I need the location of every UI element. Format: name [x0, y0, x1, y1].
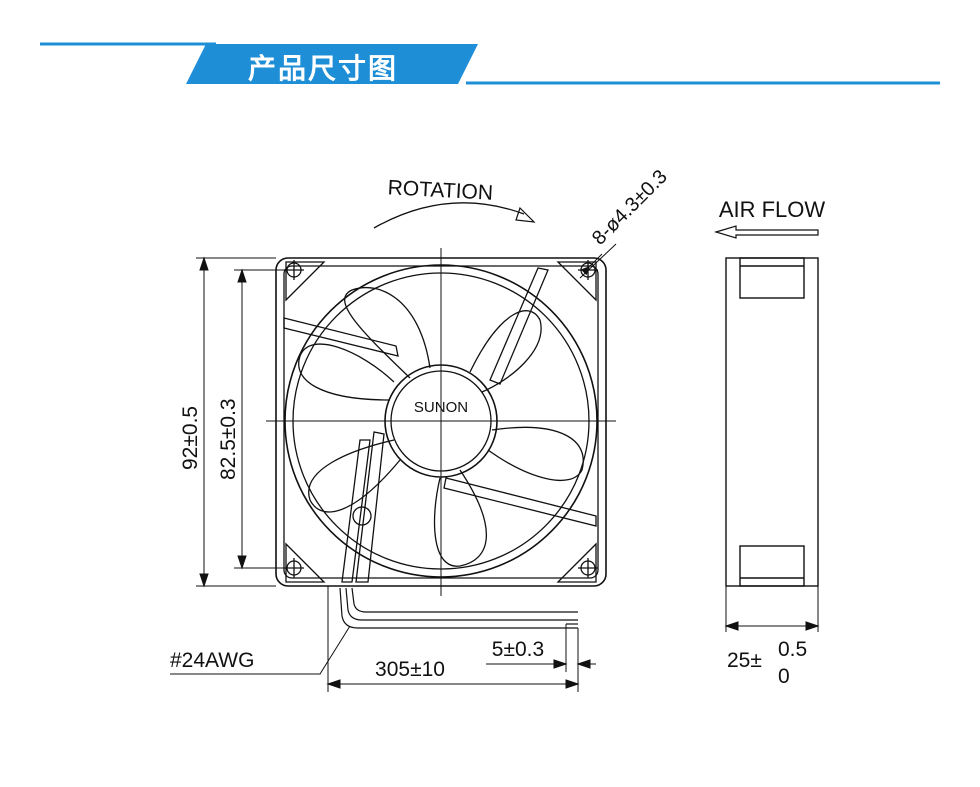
dimension-lead-length — [326, 586, 580, 692]
strip-length-label: 5±0.3 — [492, 638, 544, 661]
lead-length-label: 305±10 — [375, 658, 445, 681]
mounting-hole-br — [578, 558, 598, 578]
section-header: 产品尺寸图 — [0, 0, 980, 100]
airflow-arrow — [713, 225, 819, 239]
side-top-flange — [739, 257, 805, 299]
header-banner — [40, 42, 940, 85]
thickness-tol-upper: 0.5 — [778, 638, 807, 661]
strut-left — [283, 317, 399, 357]
header-tab — [186, 44, 478, 84]
strut-wire-channel-2 — [341, 439, 371, 583]
rotation-arrowhead — [515, 206, 536, 223]
corner-pocket-tl — [285, 261, 326, 302]
fan-side-view — [725, 257, 819, 587]
wire-gauge-label: #24AWG — [170, 649, 254, 672]
corner-pocket-br — [556, 542, 597, 583]
center-lines — [266, 248, 616, 596]
dimension-hole-spacing — [234, 268, 294, 570]
thickness-tol-lower: 0 — [778, 665, 790, 688]
hole-spacing-label: 82.5±0.3 — [217, 398, 240, 480]
rotation-arc — [373, 202, 525, 229]
brand-label: SUNON — [414, 399, 468, 416]
page-title: 产品尺寸图 — [248, 52, 399, 85]
dimension-strip-length — [486, 624, 596, 672]
airflow-label: AIR FLOW — [719, 197, 826, 222]
lead-wires — [339, 587, 578, 629]
side-bottom-flange — [739, 545, 805, 587]
dimension-outer-height — [196, 256, 276, 588]
thickness-label: 25± — [727, 649, 762, 672]
outer-height-label: 92±0.5 — [179, 406, 202, 470]
mounting-holes-label: 8-ø4.3±0.3 — [588, 166, 672, 250]
dimension-thickness — [724, 586, 820, 632]
wire-gauge-leader — [170, 625, 351, 675]
wire-clip — [352, 506, 372, 526]
strut-top — [489, 267, 549, 385]
rotation-label: ROTATION — [387, 176, 493, 204]
strut-wire-channel — [355, 431, 385, 583]
mounting-hole-leader-arrow — [580, 253, 603, 276]
corner-pocket-tr — [556, 261, 597, 302]
side-frame — [725, 257, 819, 587]
strut-right — [443, 477, 597, 527]
corner-pocket-bl — [285, 542, 326, 583]
